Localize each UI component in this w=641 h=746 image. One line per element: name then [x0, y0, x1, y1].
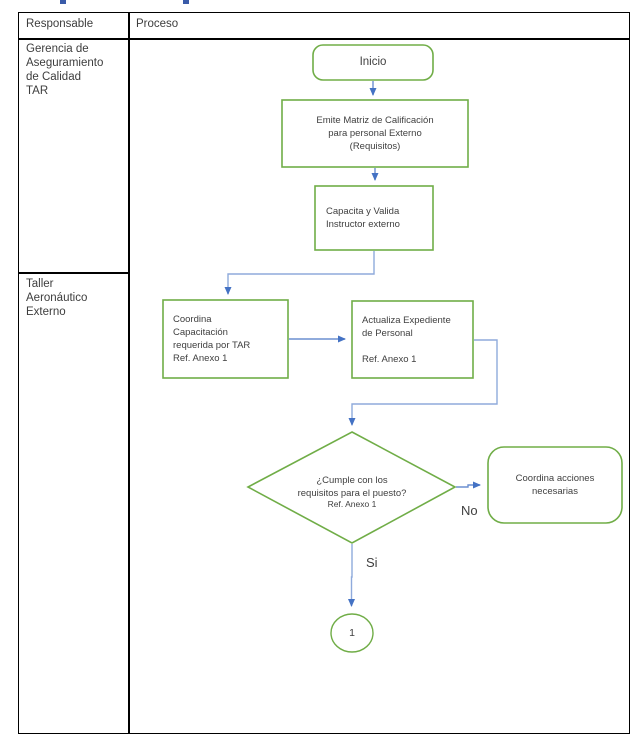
- terminator-coordina-acciones: [487, 446, 623, 524]
- offpage-connector-label: 1: [349, 626, 355, 639]
- table-column-divider: [128, 12, 130, 734]
- arrow-decision-si: [348, 544, 355, 607]
- decision-diamond: [246, 431, 457, 544]
- arrow-decision-no: [456, 481, 481, 489]
- column-header-responsable: Responsable: [26, 18, 94, 30]
- decision-question-label: ¿Cumple con los requisitos para el puest…: [297, 475, 407, 499]
- process-emite-matriz: [281, 99, 469, 168]
- elbow-capacita-to-coordina: [224, 251, 375, 295]
- responsable-cell-gerencia: Gerencia de Aseguramiento de Calidad TAR: [26, 43, 104, 97]
- process-actualiza-expediente: [351, 300, 474, 379]
- elbow-actualiza-to-decision: [348, 339, 498, 426]
- offpage-connector-circle: [330, 613, 374, 653]
- inicio-label: Inicio: [359, 56, 387, 68]
- responsable-cell-taller: Taller Aeronáutico Externo: [26, 278, 88, 318]
- capacita-valida-label: Capacita y Valida Instructor externo: [326, 206, 400, 230]
- terminator-inicio: [312, 44, 434, 81]
- emite-matriz-label: Emite Matriz de Calificación para person…: [316, 115, 434, 152]
- process-coordina-capacitacion: [162, 299, 289, 379]
- column-header-proceso: Proceso: [136, 18, 179, 30]
- no-branch-label: No: [461, 503, 478, 518]
- decision-ref-label: Ref. Anexo 1: [327, 498, 377, 509]
- si-branch-label: Si: [366, 555, 378, 570]
- process-capacita-valida: [314, 185, 434, 251]
- clipped-heading-fragment: [183, 0, 189, 4]
- clipped-heading-fragment: [60, 0, 66, 4]
- table-row-divider: [18, 272, 128, 274]
- coordina-acciones-label: Coordina acciones necesarias: [515, 473, 595, 497]
- coordina-capacitacion-label: Coordina Capacitación requerida por TAR …: [173, 314, 251, 364]
- actualiza-expediente-label: Actualiza Expediente de Personal Ref. An…: [362, 314, 451, 365]
- table-outer-border: [18, 12, 630, 734]
- table-header-divider: [18, 38, 630, 40]
